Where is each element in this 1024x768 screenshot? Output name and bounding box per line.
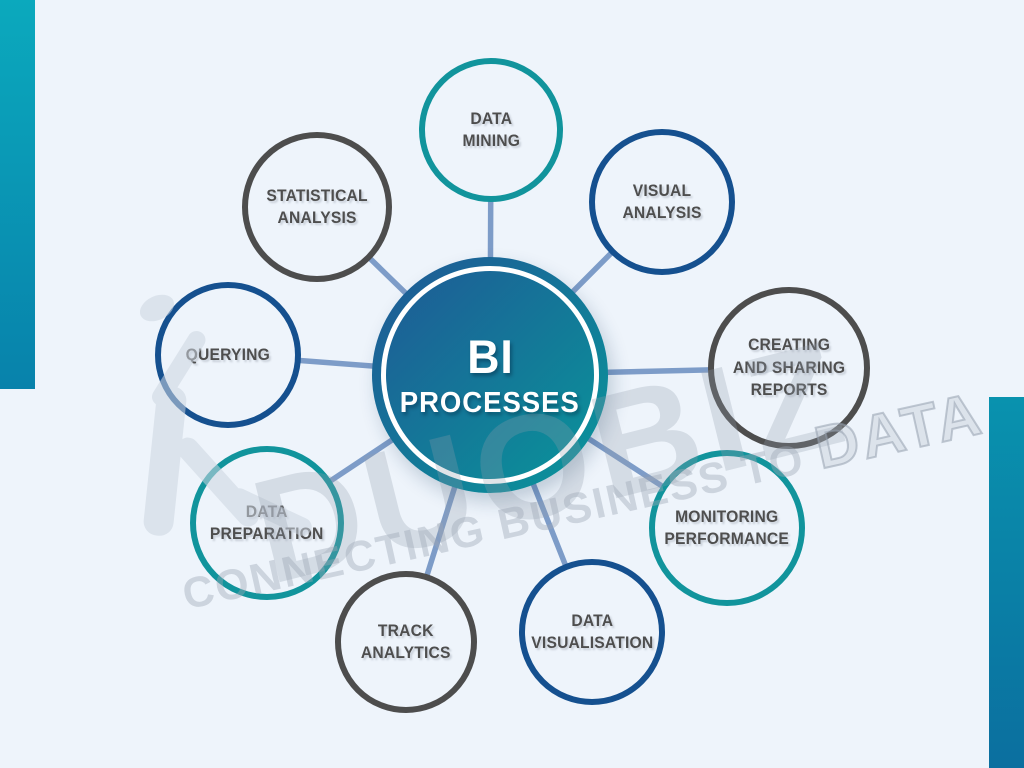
hub-circle: BI PROCESSES [372,257,608,493]
hub-title: BI [466,329,514,383]
node-label: DATA MINING [462,108,520,150]
node-querying: QUERYING [155,282,301,428]
right-accent-bar [989,397,1024,768]
node-monitoring-performance: MONITORING PERFORMANCE [649,450,805,606]
node-data-preparation: DATA PREPARATION [190,446,344,600]
node-data-visualisation: DATA VISUALISATION [519,559,665,705]
node-label: MONITORING PERFORMANCE [664,506,790,548]
node-data-mining: DATA MINING [419,58,563,202]
hub-subtitle: PROCESSES [399,386,581,419]
node-label: DATA VISUALISATION [530,610,654,652]
node-visual-analysis: VISUAL ANALYSIS [589,129,735,275]
node-label: VISUAL ANALYSIS [622,180,702,222]
node-label: STATISTICAL ANALYSIS [266,185,368,227]
left-accent-bar [0,0,35,389]
node-label: TRACK ANALYTICS [361,620,451,662]
node-label: DATA PREPARATION [210,501,324,543]
node-label: QUERYING [185,344,271,364]
node-statistical-analysis: STATISTICAL ANALYSIS [242,132,392,282]
node-creating-and-sharing-reports: CREATING AND SHARING REPORTS [708,287,870,449]
node-label: CREATING AND SHARING REPORTS [732,335,846,400]
node-track-analytics: TRACK ANALYTICS [335,571,477,713]
